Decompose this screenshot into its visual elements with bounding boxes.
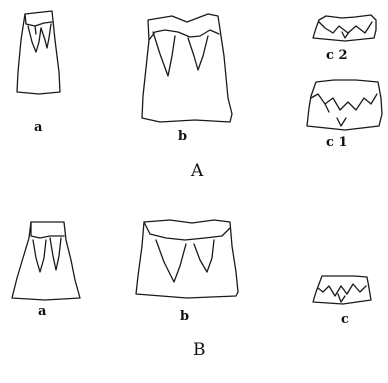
tooth-a-c1 <box>307 80 382 130</box>
group-b: a b c B <box>12 220 371 360</box>
tooth-b-a <box>12 222 80 300</box>
label-a-c2: c 2 <box>326 48 348 63</box>
label-b-a: a <box>38 304 47 319</box>
tooth-a-b <box>142 14 232 122</box>
group-label-b: B <box>193 340 206 360</box>
group-label-a: A <box>190 161 204 181</box>
label-a-a: a <box>34 120 43 135</box>
label-b-c: c <box>341 312 349 327</box>
group-a: a b c 2 c 1 A <box>17 11 382 181</box>
label-a-c1: c 1 <box>326 135 348 150</box>
label-a-b: b <box>178 129 187 144</box>
tooth-a-c2 <box>313 15 376 41</box>
tooth-a-a <box>17 11 60 94</box>
tooth-b-b <box>136 220 238 298</box>
label-b-b: b <box>180 309 189 324</box>
tooth-b-c <box>313 276 371 304</box>
